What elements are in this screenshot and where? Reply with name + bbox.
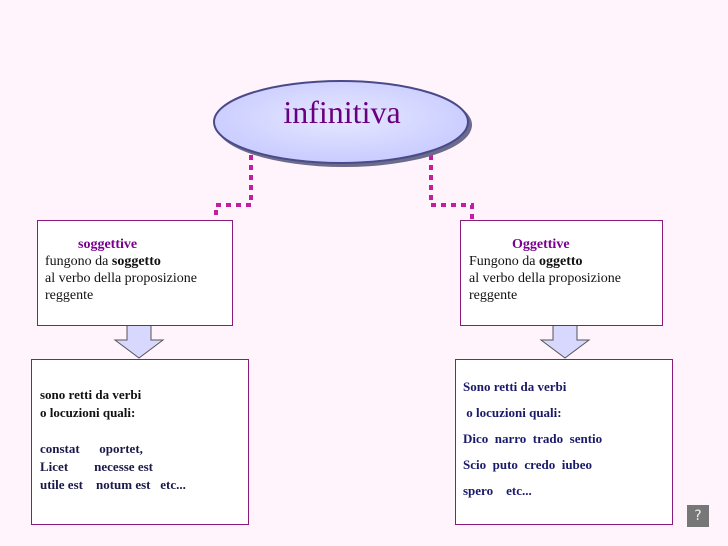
- right-connector: [429, 155, 474, 222]
- soggettive-line-1: fungono da soggetto: [45, 254, 161, 269]
- oggettive-verbs-line-1: Sono retti da verbi: [463, 379, 567, 394]
- soggettive-box: soggettive fungono da soggetto al verbo …: [37, 220, 233, 326]
- soggettive-verbs-line-4: Licet necesse est: [40, 459, 153, 474]
- right-down-arrow: [539, 321, 591, 359]
- oggettive-verbs-line-5: spero etc...: [463, 483, 532, 498]
- title: infinitiva: [283, 94, 401, 130]
- soggettive-verbs-spacer: [40, 422, 240, 440]
- oggettive-line-1: Fungono da oggetto: [469, 254, 583, 269]
- soggettive-verbs-line-2: o locuzioni quali:: [40, 405, 136, 420]
- soggettive-verbs-line-5: utile est notum est etc...: [40, 477, 186, 492]
- soggettive-verbs-line-1: sono retti da verbi: [40, 387, 142, 402]
- oggettive-heading: Oggettive: [512, 237, 570, 252]
- oggettive-line-3: reggente: [469, 288, 518, 303]
- oggettive-verbs-box: Sono retti da verbi o locuzioni quali: D…: [455, 359, 673, 525]
- title-oval: [213, 80, 469, 164]
- soggettive-verbs-box: sono retti da verbi o locuzioni quali: c…: [31, 359, 249, 525]
- oggettive-keyword: oggetto: [539, 254, 583, 269]
- oggettive-verbs-line-2: o locuzioni quali:: [463, 405, 562, 420]
- soggettive-line-3: reggente: [45, 288, 94, 303]
- title-oval-area: infinitiva: [213, 80, 471, 165]
- oggettive-box: Oggettive Fungono da oggetto al verbo de…: [460, 220, 663, 326]
- oggettive-verbs-line-3: Dico narro trado sentio: [463, 431, 603, 446]
- left-connector: [214, 155, 253, 222]
- oggettive-verbs-line-4: Scio puto credo iubeo: [463, 457, 593, 472]
- soggettive-verbs-line-3: constat oportet,: [40, 441, 143, 456]
- soggettive-heading: soggettive: [78, 237, 138, 252]
- soggettive-line-2: al verbo della proposizione: [45, 271, 198, 286]
- left-down-arrow: [113, 321, 165, 359]
- help-icon[interactable]: ?: [687, 505, 709, 527]
- oggettive-line-2: al verbo della proposizione: [469, 271, 622, 286]
- soggettive-keyword: soggetto: [111, 254, 161, 269]
